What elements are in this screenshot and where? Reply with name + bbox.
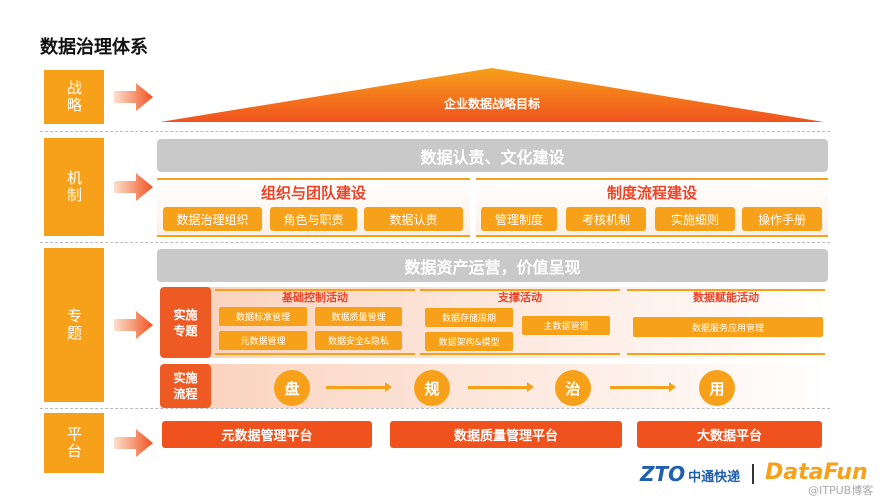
arrow-right-icon: [114, 429, 153, 457]
arrow-right-icon: [114, 83, 153, 111]
page-title: 数据治理体系: [40, 37, 148, 58]
strategy-triangle: [160, 68, 824, 122]
support-section: [420, 289, 620, 355]
flow-arrow-icon: [326, 382, 392, 392]
process-item: 考核机制: [566, 207, 646, 231]
arrow-right-icon: [114, 173, 153, 201]
flow-step: 治: [555, 370, 591, 406]
operation-bar: 数据资产运营，价值呈现: [157, 249, 828, 282]
process-item: 实施细则: [655, 207, 735, 231]
support-item: 数据存储周期: [425, 308, 513, 327]
process-title: 制度流程建设: [606, 183, 697, 202]
arrow-right-icon: [114, 311, 153, 339]
basic-item: 数据安全&隐私: [315, 331, 402, 350]
watermark: @ITPUB博客: [808, 484, 874, 497]
datafun-logo: DataFun: [765, 460, 868, 485]
layer-topic: 专题: [44, 248, 104, 402]
strategy-goal: 企业数据战略目标: [443, 96, 540, 111]
flow-step: 用: [699, 370, 735, 406]
basic-item: 元数据管理: [219, 331, 307, 350]
platform-bigdata: 大数据平台: [637, 421, 822, 448]
layer-strategy: 战略: [44, 70, 104, 124]
enable-title: 数据赋能活动: [693, 291, 759, 304]
flow-step: 盘: [274, 370, 310, 406]
divider: [40, 408, 830, 409]
platform-metadata: 元数据管理平台: [162, 421, 372, 448]
process-item: 操作手册: [742, 207, 822, 231]
enable-item: 数据服务应用管理: [633, 317, 823, 337]
divider: [40, 131, 830, 132]
org-item: 角色与职责: [270, 207, 357, 231]
logo-divider: [752, 464, 754, 484]
support-item: 数据架构&模型: [425, 332, 513, 351]
basic-title: 基础控制活动: [282, 291, 348, 304]
culture-bar: 数据认责、文化建设: [157, 139, 828, 172]
impl-topic-label: 实施专题: [160, 287, 211, 358]
basic-item: 数据标准管理: [219, 307, 307, 326]
divider: [40, 242, 830, 243]
basic-item: 数据质量管理: [315, 307, 402, 326]
impl-flow-label: 实施流程: [160, 364, 211, 408]
flow-arrow-icon: [610, 382, 676, 392]
flow-step: 规: [414, 370, 450, 406]
enable-section: [627, 289, 825, 355]
support-title: 支撑活动: [498, 291, 542, 304]
org-item: 数据治理组织: [163, 207, 262, 231]
org-title: 组织与团队建设: [260, 183, 366, 202]
org-item: 数据认责: [364, 207, 463, 231]
basic-section: [215, 289, 415, 355]
layer-platform: 平台: [44, 413, 104, 473]
platform-quality: 数据质量管理平台: [390, 421, 622, 448]
flow-arrow-icon: [468, 382, 534, 392]
support-item: 主数据管理: [522, 316, 610, 335]
process-item: 管理制度: [481, 207, 557, 231]
layer-mechanism: 机制: [44, 138, 104, 236]
